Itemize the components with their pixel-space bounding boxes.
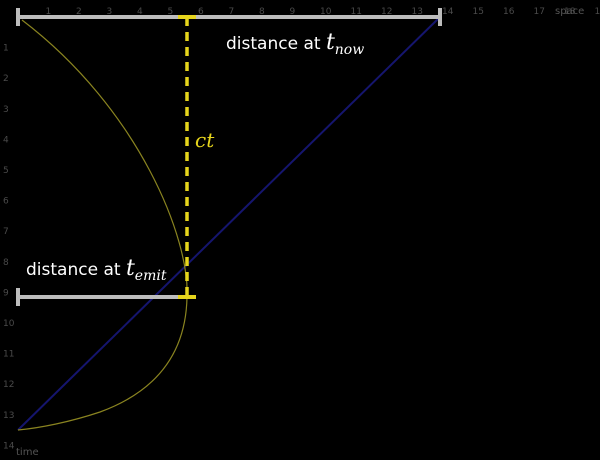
time-axis-label: time <box>16 447 39 458</box>
x-tick-label: 4 <box>137 7 143 17</box>
light-path-curve <box>17 19 188 431</box>
y-tick-label: 7 <box>3 227 9 237</box>
y-tick-label: 5 <box>3 166 9 176</box>
distance-emit-bar <box>16 288 187 306</box>
x-tick-label: 15 <box>473 7 484 17</box>
now-subscript: now <box>334 42 365 58</box>
y-tick-label: 8 <box>3 258 9 268</box>
emit-subscript: emit <box>134 268 167 284</box>
x-tick-label: 2 <box>76 7 82 17</box>
x-tick-label: 16 <box>503 7 515 17</box>
x-tick-label: 5 <box>168 7 174 17</box>
y-tick-label: 11 <box>3 350 14 360</box>
x-tick-label: 6 <box>198 7 204 17</box>
x-tick-label: 19 <box>595 7 600 17</box>
x-tick-label: 14 <box>442 7 454 17</box>
ct-dashed-line <box>178 15 196 299</box>
t-symbol: t <box>325 30 335 55</box>
x-tick-label: 12 <box>381 7 392 17</box>
y-tick-label: 1 <box>3 44 9 54</box>
x-tick-label: 3 <box>107 7 113 17</box>
t-symbol: t <box>125 256 135 281</box>
x-axis-ticks: 12345678910111213141516171819 <box>46 7 600 17</box>
y-tick-label: 14 <box>3 441 15 451</box>
distance-now-label: distance at tnow <box>226 30 364 58</box>
distance-now-text: distance at <box>226 34 326 54</box>
ct-label: ct <box>195 128 215 152</box>
y-tick-label: 12 <box>3 380 14 390</box>
x-tick-label: 8 <box>259 7 265 17</box>
distance-emit-text: distance at <box>26 260 126 280</box>
y-tick-label: 3 <box>3 105 9 115</box>
x-tick-label: 11 <box>351 7 362 17</box>
worldline <box>17 16 441 431</box>
x-tick-label: 1 <box>46 7 52 17</box>
y-tick-label: 2 <box>3 74 9 84</box>
space-axis-label: space <box>555 6 584 17</box>
x-tick-label: 13 <box>412 7 423 17</box>
x-tick-label: 17 <box>534 7 545 17</box>
distance-now-bar <box>16 8 442 26</box>
x-tick-label: 10 <box>320 7 332 17</box>
y-tick-label: 10 <box>3 319 15 329</box>
y-tick-label: 13 <box>3 411 14 421</box>
x-tick-label: 9 <box>290 7 296 17</box>
x-tick-label: 18 <box>564 7 576 17</box>
y-tick-label: 6 <box>3 197 9 207</box>
distance-emit-label: distance at temit <box>26 256 166 284</box>
y-tick-label: 4 <box>3 135 9 145</box>
x-tick-label: 7 <box>229 7 235 17</box>
y-tick-label: 9 <box>3 288 9 298</box>
